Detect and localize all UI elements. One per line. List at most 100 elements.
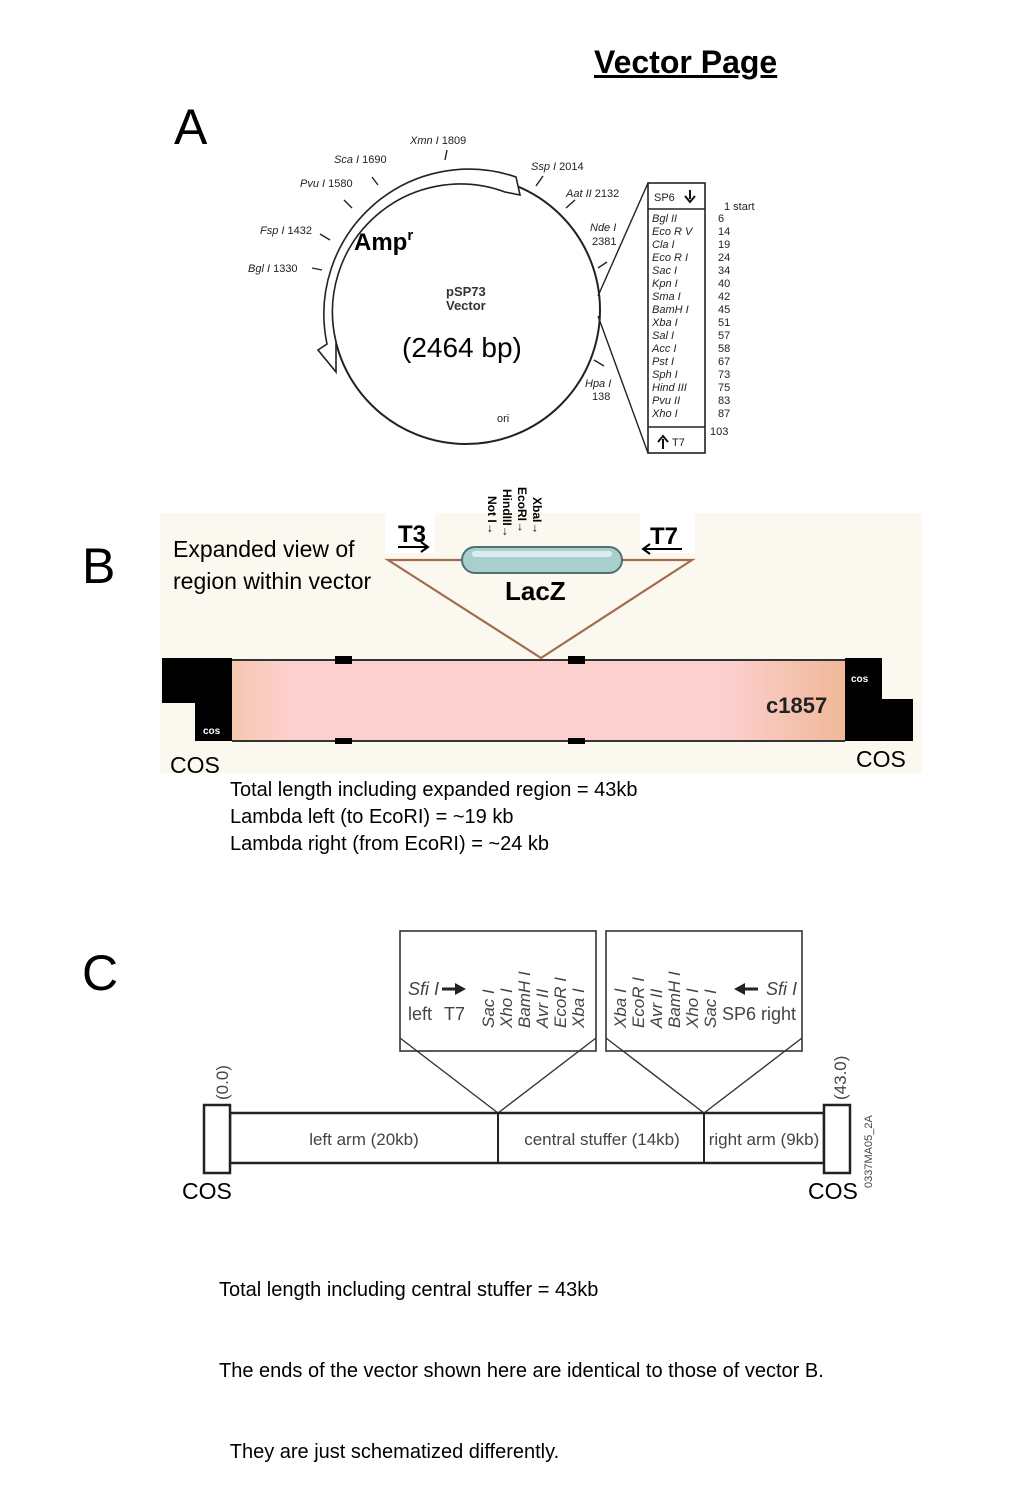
mcs-box bbox=[647, 182, 706, 454]
right-site-box bbox=[605, 930, 803, 1052]
mcs-site-name: Sal I bbox=[652, 330, 674, 342]
site-ssp: Ssp I 2014 bbox=[531, 161, 584, 173]
amp-label: Ampr bbox=[354, 227, 413, 256]
panel-c-cos-left: COS bbox=[182, 1178, 232, 1204]
caption-line-1: Expanded view of bbox=[173, 536, 355, 562]
sfi-right: Sfi I bbox=[766, 979, 797, 999]
mcs-site-name: Sma I bbox=[652, 291, 681, 303]
panel-b-letter: B bbox=[82, 538, 116, 594]
site-bgl: Bgl I 1330 bbox=[248, 263, 298, 275]
panel-b-note-1: Total length including expanded region =… bbox=[230, 779, 638, 801]
coord-right: (43.0) bbox=[831, 1056, 850, 1100]
mcs-site-name: Hind III bbox=[652, 382, 687, 394]
page-title: Vector Page bbox=[594, 44, 778, 80]
sp6-right: SP6 right bbox=[722, 1004, 796, 1024]
lb-site-4: EcoR I bbox=[551, 977, 570, 1028]
caption-line-2: region within vector bbox=[173, 568, 372, 594]
mcs-site-name: Sac I bbox=[652, 265, 677, 277]
lb-site-0: Sac I bbox=[479, 989, 498, 1028]
amp-resistance-arrow bbox=[316, 168, 522, 375]
mcs-site-pos: 42 bbox=[718, 291, 730, 303]
panel-b-cos-right: COS bbox=[856, 746, 906, 772]
mcs-site-pos: 57 bbox=[718, 330, 730, 342]
rb-site-5: Sac I bbox=[701, 989, 720, 1028]
mcs-site-pos: 75 bbox=[718, 382, 730, 394]
cos-end-left-bottom bbox=[195, 658, 232, 741]
catalog-code: 0337MA05_2A bbox=[863, 1115, 875, 1188]
site-sca: Sca I 1690 bbox=[334, 154, 387, 166]
lb-site-2: BamH I bbox=[515, 971, 534, 1028]
mcs-site-name: Acc I bbox=[651, 343, 676, 355]
mcs-site-pos: 14 bbox=[718, 226, 730, 238]
rb-site-0: Xba I bbox=[611, 988, 630, 1029]
mcs-site-pos: 45 bbox=[718, 304, 730, 316]
panel-a-letter: A bbox=[174, 99, 208, 155]
right-arm-label: right arm (9kb) bbox=[709, 1130, 820, 1149]
site-hpa-pos: 138 bbox=[592, 391, 610, 403]
panel-c-note-2: The ends of the vector shown here are id… bbox=[219, 1360, 824, 1382]
panel-b-note-3: Lambda right (from EcoRI) = ~24 kb bbox=[230, 833, 550, 855]
site-hpa: Hpa I bbox=[585, 378, 611, 390]
panel-c-letter: C bbox=[82, 945, 119, 1001]
mcs-sp6-label: SP6 bbox=[654, 192, 675, 204]
lambda-vector-diagram: LacZ T3 T7 Not I→ HindIII→ EcoRI→ XbaI→ … bbox=[162, 487, 913, 744]
lambda-schematic: Sfi I left T7 Sac I Xho I BamH I Avr II … bbox=[202, 930, 875, 1188]
mcs-site-name: Kpn I bbox=[652, 278, 678, 290]
mcs-site-name: Bgl II bbox=[652, 213, 677, 225]
mcs-site-pos: 24 bbox=[718, 252, 730, 264]
central-stuffer-label: central stuffer (14kb) bbox=[524, 1130, 680, 1149]
t7-label: T7 bbox=[650, 523, 678, 550]
site-nde-pos: 2381 bbox=[592, 236, 616, 248]
panel-c-note-3: They are just schematized differently. bbox=[219, 1441, 560, 1463]
site-aat: Aat II 2132 bbox=[565, 188, 619, 200]
rb-site-1: EcoR I bbox=[629, 977, 648, 1028]
mcs-start: 1 start bbox=[724, 201, 755, 213]
panel-b-caption: Expanded view of region within vector bbox=[173, 533, 371, 597]
mcs-site-name: Pvu II bbox=[652, 395, 680, 407]
t7-arrow-icon bbox=[641, 543, 682, 555]
mcs-site-pos: 83 bbox=[718, 395, 730, 407]
mcs-end: 103 bbox=[710, 426, 728, 438]
cos-small-left: cos bbox=[203, 726, 221, 737]
site-hindiii: HindIII→ bbox=[500, 489, 514, 538]
lambda-arm-bar bbox=[232, 660, 845, 741]
left-box-t7: T7 bbox=[444, 1004, 465, 1024]
mcs-site-name: Sph I bbox=[652, 369, 678, 381]
plasmid-name-2: Vector bbox=[446, 298, 486, 313]
site-xbai: XbaI→ bbox=[530, 497, 544, 534]
lb-site-1: Xho I bbox=[497, 988, 516, 1029]
mcs-site-pos: 51 bbox=[718, 317, 730, 329]
mcs-site-pos: 34 bbox=[718, 265, 730, 277]
cos-small-right: cos bbox=[851, 674, 869, 685]
mcs-t7-label: T7 bbox=[672, 437, 685, 449]
plasmid-size: (2464 bp) bbox=[402, 332, 522, 363]
lb-site-3: Avr II bbox=[533, 988, 552, 1029]
mcs-site-pos: 6 bbox=[718, 213, 724, 225]
panel-b-notes: Total length including expanded region =… bbox=[230, 777, 638, 858]
lacz-gene-bar bbox=[461, 546, 623, 574]
site-pvu: Pvu I 1580 bbox=[300, 178, 353, 190]
lb-site-5: Xba I bbox=[569, 988, 588, 1029]
site-nde: Nde I bbox=[590, 222, 616, 234]
panel-c-notes: Total length including central stuffer =… bbox=[219, 1223, 824, 1493]
t7-arrow-icon bbox=[657, 434, 669, 449]
panel-b-note-2: Lambda left (to EcoRI) = ~19 kb bbox=[230, 806, 514, 828]
left-word: left bbox=[408, 1004, 432, 1024]
panel-c-note-1: Total length including central stuffer =… bbox=[219, 1279, 599, 1301]
mcs-site-name: BamH I bbox=[652, 304, 689, 316]
site-fsp: Fsp I 1432 bbox=[260, 225, 312, 237]
left-arm-label: left arm (20kb) bbox=[309, 1130, 419, 1149]
rb-site-4: Xho I bbox=[683, 988, 702, 1029]
left-site-box bbox=[399, 930, 597, 1052]
site-ecori: EcoRI→ bbox=[515, 487, 529, 533]
plasmid-map: Xmn I 1809 Sca I 1690 Pvu I 1580 Fsp I 1… bbox=[248, 135, 755, 454]
mcs-site-pos: 67 bbox=[718, 356, 730, 368]
mcs-site-pos: 40 bbox=[718, 278, 730, 290]
site-not-i: Not I→ bbox=[485, 496, 499, 535]
c1857-label: c1857 bbox=[766, 693, 827, 718]
mcs-site-pos: 19 bbox=[718, 239, 730, 251]
site-xmn: Xmn I 1809 bbox=[409, 135, 466, 147]
cos-end-right-bottom bbox=[845, 699, 913, 741]
cos-box-left bbox=[202, 1103, 232, 1175]
panel-c-cos-right: COS bbox=[808, 1178, 858, 1204]
